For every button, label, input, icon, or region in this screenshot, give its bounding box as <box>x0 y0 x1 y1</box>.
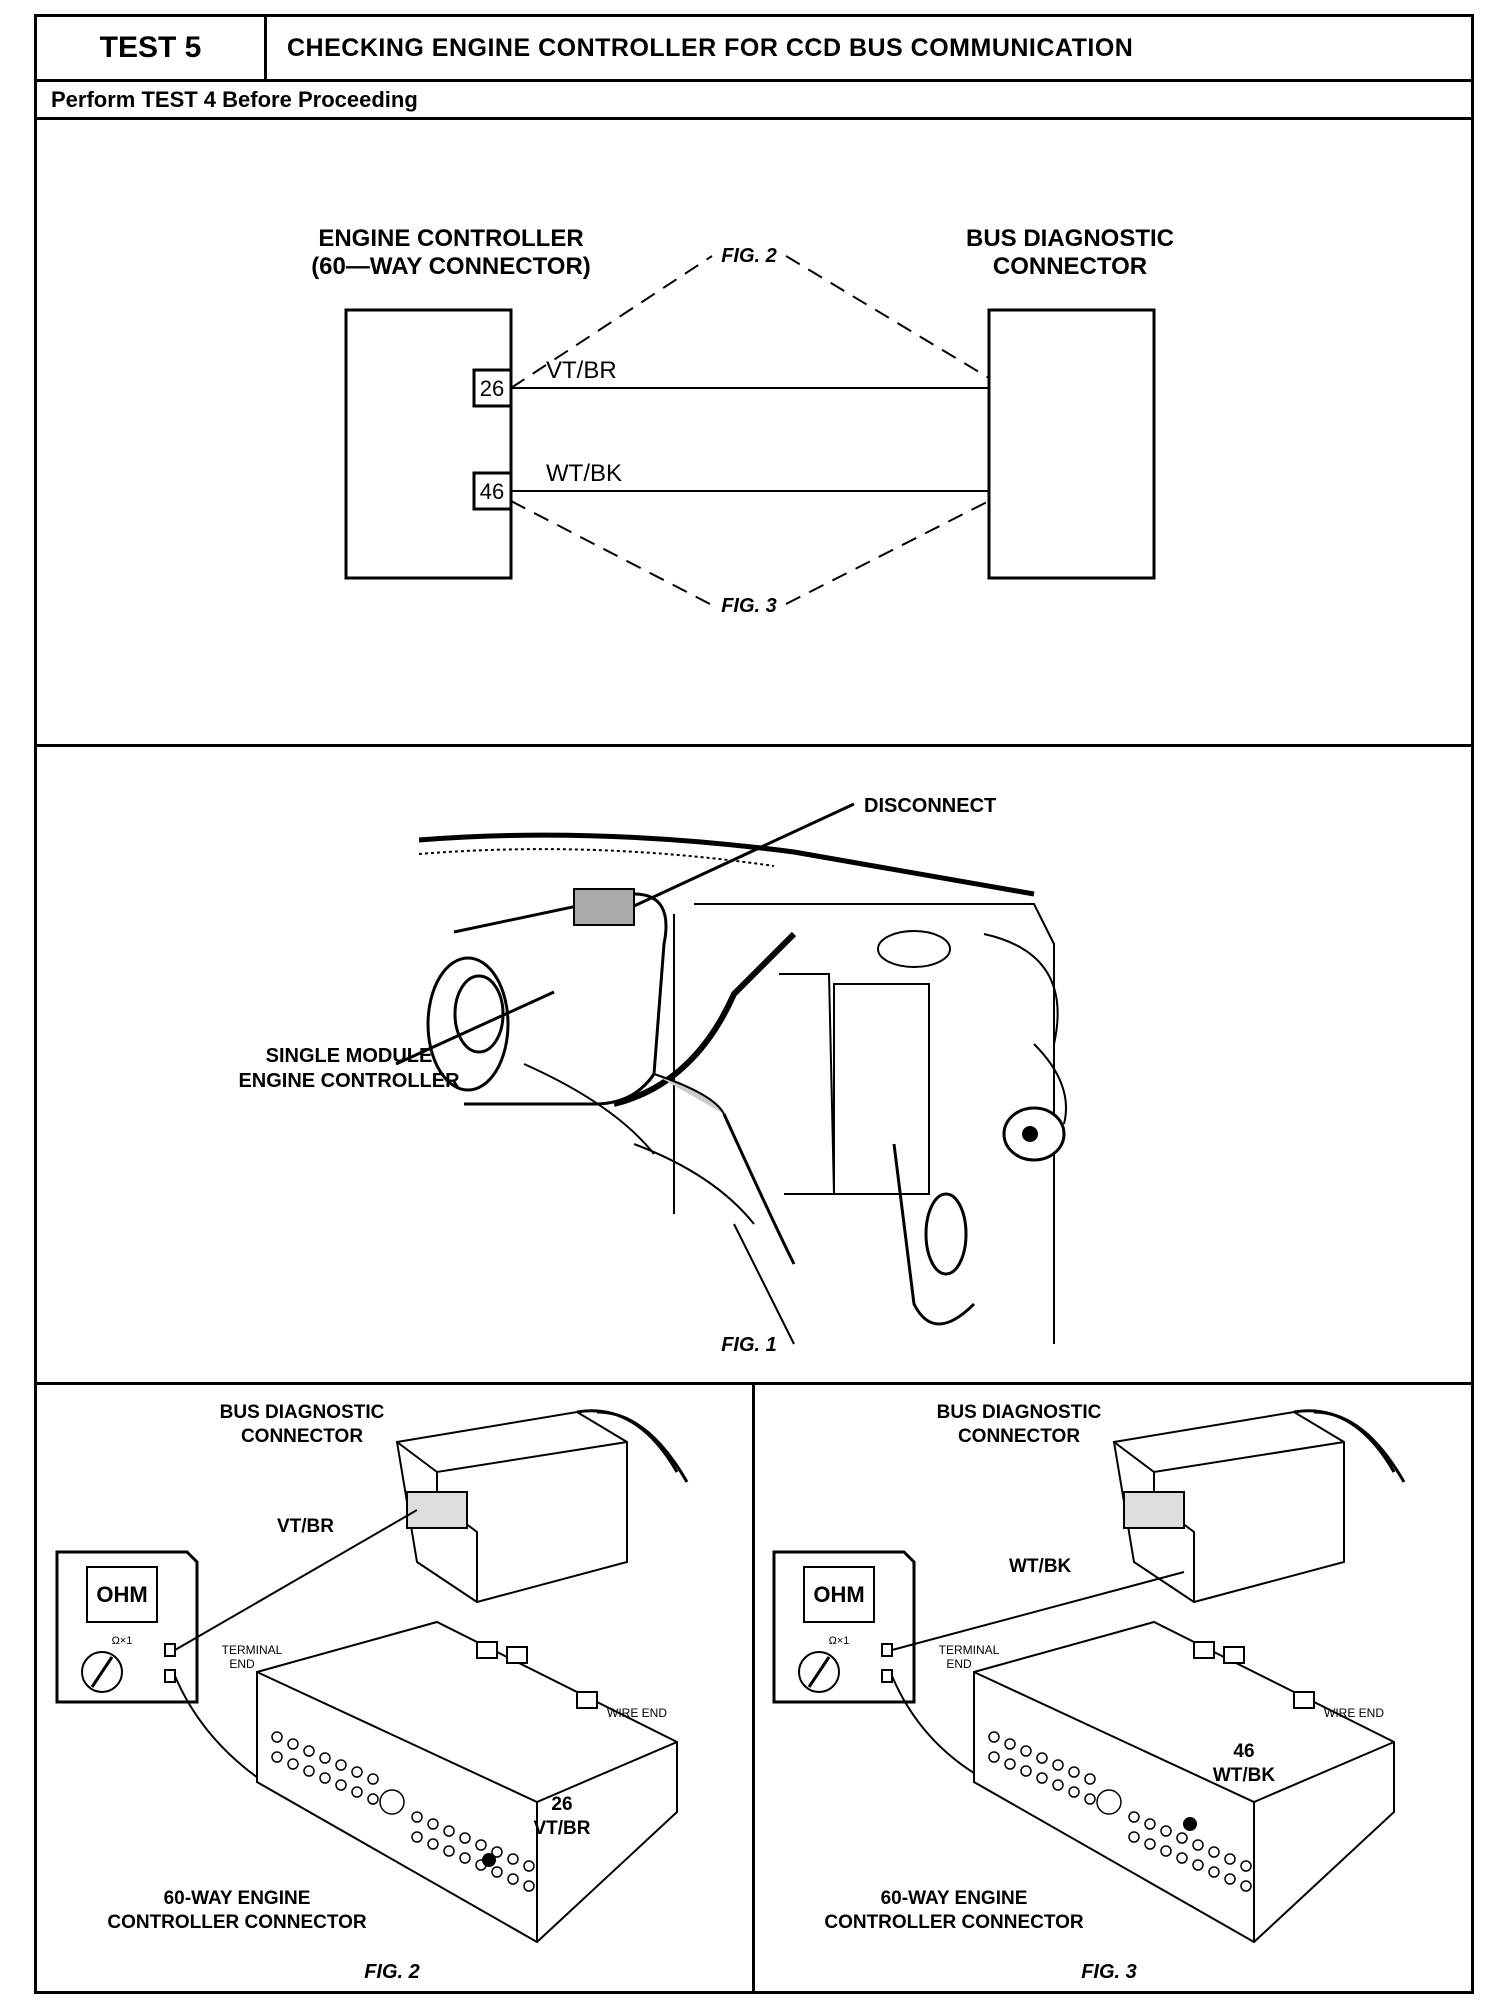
fig3-wire-end: WIRE END <box>1324 1706 1384 1720</box>
fig3-ref-label: FIG. 3 <box>721 595 777 617</box>
reservoir-body <box>833 983 930 1195</box>
module-callout-line1: SINGLE MODULE <box>266 1045 433 1067</box>
fig2-caption: FIG. 2 <box>364 1961 420 1983</box>
fig3-meter-display: OHM <box>813 1582 864 1607</box>
wiring-harness <box>613 931 797 1107</box>
bus-connector-box <box>987 308 1156 580</box>
page-frame: TEST 5 CHECKING ENGINE CONTROLLER FOR CC… <box>34 14 1474 1994</box>
fig3-pin-number: 46 <box>1233 1741 1254 1762</box>
reservoir-cap <box>877 930 951 968</box>
prerequisite-note: Perform TEST 4 Before Proceeding <box>37 82 1471 120</box>
engine-controller-box <box>344 308 513 580</box>
fig2-connector-label-2: CONTROLLER CONNECTOR <box>107 1912 367 1933</box>
fig2-engine-controller-connector <box>256 1620 678 1944</box>
fig2-terminal-end-1: TERMINAL <box>222 1643 283 1657</box>
header-row: TEST 5 CHECKING ENGINE CONTROLLER FOR CC… <box>37 17 1471 82</box>
module-callout-line2: ENGINE CONTROLLER <box>238 1070 460 1092</box>
fig3-dashed-callout-right <box>785 500 990 605</box>
fig2-ref-label: FIG. 2 <box>721 245 777 267</box>
test-number: TEST 5 <box>37 17 267 79</box>
coil-wire <box>1033 1043 1067 1125</box>
harness-sleeve <box>653 1073 725 1115</box>
fig3-bus-connector <box>1112 1409 1406 1604</box>
fig3-engine-controller-connector <box>973 1620 1395 1944</box>
fig3-bus-label-2: CONNECTOR <box>958 1426 1080 1447</box>
fig2-bus-label-2: CONNECTOR <box>241 1426 363 1447</box>
pin-26-box <box>472 368 513 408</box>
fig2-test-diagram: BUS DIAGNOSTIC CONNECTOR VT/BR OHM Ω×1 T… <box>55 1402 689 1983</box>
fig1-engine-bay-illustration: DISCONNECT SINGLE MODULE ENGINE CONTROLL… <box>238 795 1067 1356</box>
fig2-connector-label-1: 60-WAY ENGINE <box>164 1888 311 1909</box>
fig3-connector-label-2: CONTROLLER CONNECTOR <box>824 1912 1084 1933</box>
floor-lines <box>523 1063 795 1345</box>
fig2-bus-label-1: BUS DIAGNOSTIC <box>220 1402 385 1423</box>
fig2-pin-number: 26 <box>551 1794 572 1815</box>
fig3-test-diagram: BUS DIAGNOSTIC CONNECTOR WT/BK OHM Ω×1 T… <box>772 1402 1406 1983</box>
fig2-bus-connector <box>395 1409 689 1604</box>
wire-wt-bk-label: WT/BK <box>546 460 622 487</box>
pin-26-label: 26 <box>480 376 504 401</box>
firewall-outline <box>673 903 1055 1344</box>
coil-center <box>1022 1126 1038 1142</box>
fig3-highlighted-pin <box>1183 1817 1197 1831</box>
engine-controller-title: ENGINE CONTROLLER <box>318 225 583 252</box>
fig2-terminal-pins <box>271 1731 535 1892</box>
fig2-meter-display: OHM <box>96 1582 147 1607</box>
fig2-terminal-end-2: END <box>229 1657 255 1671</box>
fig2-wire-end: WIRE END <box>607 1706 667 1720</box>
engine-controller-subtitle: (60—WAY CONNECTOR) <box>311 253 591 280</box>
fig2-pin-wire: VT/BR <box>534 1818 591 1839</box>
hood-seal <box>418 848 775 867</box>
module-leader <box>395 990 555 1066</box>
fig3-pin-wire: WT/BK <box>1213 1765 1276 1786</box>
fig1-caption: FIG. 1 <box>721 1334 777 1356</box>
wiring-schematic: ENGINE CONTROLLER (60—WAY CONNECTOR) BUS… <box>311 225 1174 617</box>
fig3-caption: FIG. 3 <box>1081 1961 1137 1983</box>
bracket <box>779 973 836 1195</box>
test-title: CHECKING ENGINE CONTROLLER FOR CCD BUS C… <box>287 33 1134 62</box>
fig2-dashed-callout <box>510 255 713 389</box>
fig3-dashed-callout <box>510 500 711 605</box>
fig2-highlighted-pin <box>482 1853 496 1867</box>
fig3-ohmmeter <box>772 1550 916 1704</box>
controller-connector <box>573 888 635 926</box>
fig3-wire-label: WT/BK <box>1009 1556 1072 1577</box>
fig3-terminal-end-1: TERMINAL <box>939 1643 1000 1657</box>
fig2-lead-to-bus <box>174 1509 418 1651</box>
controller-inner-ring <box>453 974 505 1054</box>
bus-connector-subtitle: CONNECTOR <box>993 253 1147 280</box>
fig3-connector-label-1: 60-WAY ENGINE <box>881 1888 1028 1909</box>
section-divider-1 <box>37 744 1471 747</box>
fig2-dashed-callout-right <box>785 255 990 379</box>
fig2-meter-range: Ω×1 <box>112 1635 133 1647</box>
lower-wires <box>722 1113 976 1326</box>
pin-46-label: 46 <box>480 479 504 504</box>
fig3-bus-label-1: BUS DIAGNOSTIC <box>937 1402 1102 1423</box>
disconnect-callout: DISCONNECT <box>864 795 996 817</box>
fig3-meter-range: Ω×1 <box>829 1635 850 1647</box>
wire-vt-br-label: VT/BR <box>546 357 617 384</box>
fig2-ohmmeter <box>55 1550 199 1704</box>
figure-divider <box>752 1382 755 1994</box>
fig3-lead-to-bus <box>891 1571 1185 1651</box>
bus-connector-title: BUS DIAGNOSTIC <box>966 225 1174 252</box>
fig3-terminal-pins <box>988 1731 1252 1892</box>
fig3-terminal-end-2: END <box>946 1657 972 1671</box>
wire-loop <box>924 1192 968 1276</box>
disconnect-leader <box>633 802 855 908</box>
fig2-wire-label: VT/BR <box>277 1516 334 1537</box>
fender-curve <box>983 933 1059 1045</box>
